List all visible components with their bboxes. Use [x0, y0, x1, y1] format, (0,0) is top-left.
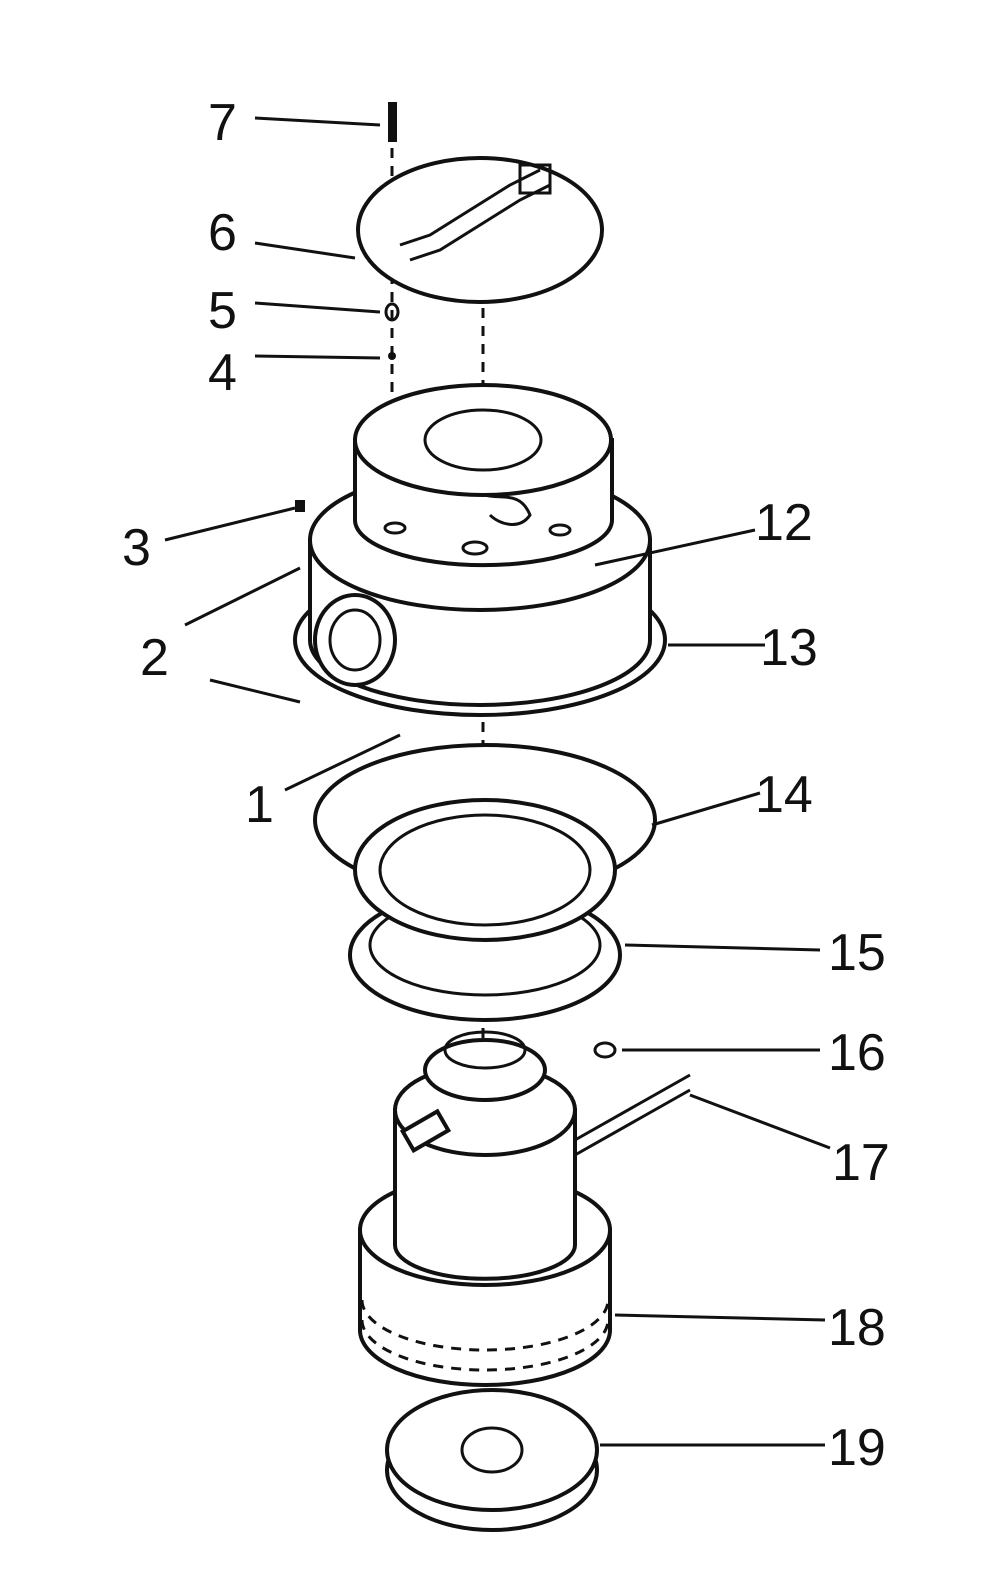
part-7-screw — [388, 102, 397, 142]
part-4-washer — [388, 352, 396, 360]
part-5-washer — [384, 302, 400, 322]
callout-6: 6 — [208, 204, 237, 262]
callout-5: 5 — [208, 282, 237, 340]
leader-lines — [164, 116, 831, 1447]
part-3-fastener — [295, 500, 305, 512]
callout-15: 15 — [828, 924, 886, 982]
callout-7: 7 — [208, 94, 237, 152]
callout-3: 3 — [122, 519, 151, 577]
callout-2: 2 — [140, 629, 169, 687]
callout-14: 14 — [755, 766, 813, 824]
callout-17: 17 — [832, 1134, 890, 1192]
callout-1: 1 — [245, 776, 274, 834]
callout-4: 4 — [208, 344, 237, 402]
part-19-base-plate — [385, 1388, 599, 1532]
callout-16: 16 — [828, 1024, 886, 1082]
part-12-upper-housing — [353, 383, 614, 568]
part-6-top-plate — [356, 156, 604, 304]
callout-13: 13 — [760, 619, 818, 677]
part-14-flange — [313, 743, 657, 942]
part-17-motor — [393, 1063, 691, 1281]
part-16-impeller — [423, 1030, 617, 1102]
callout-12: 12 — [755, 494, 813, 552]
callout-18: 18 — [828, 1299, 886, 1357]
callout-19: 19 — [828, 1419, 886, 1477]
